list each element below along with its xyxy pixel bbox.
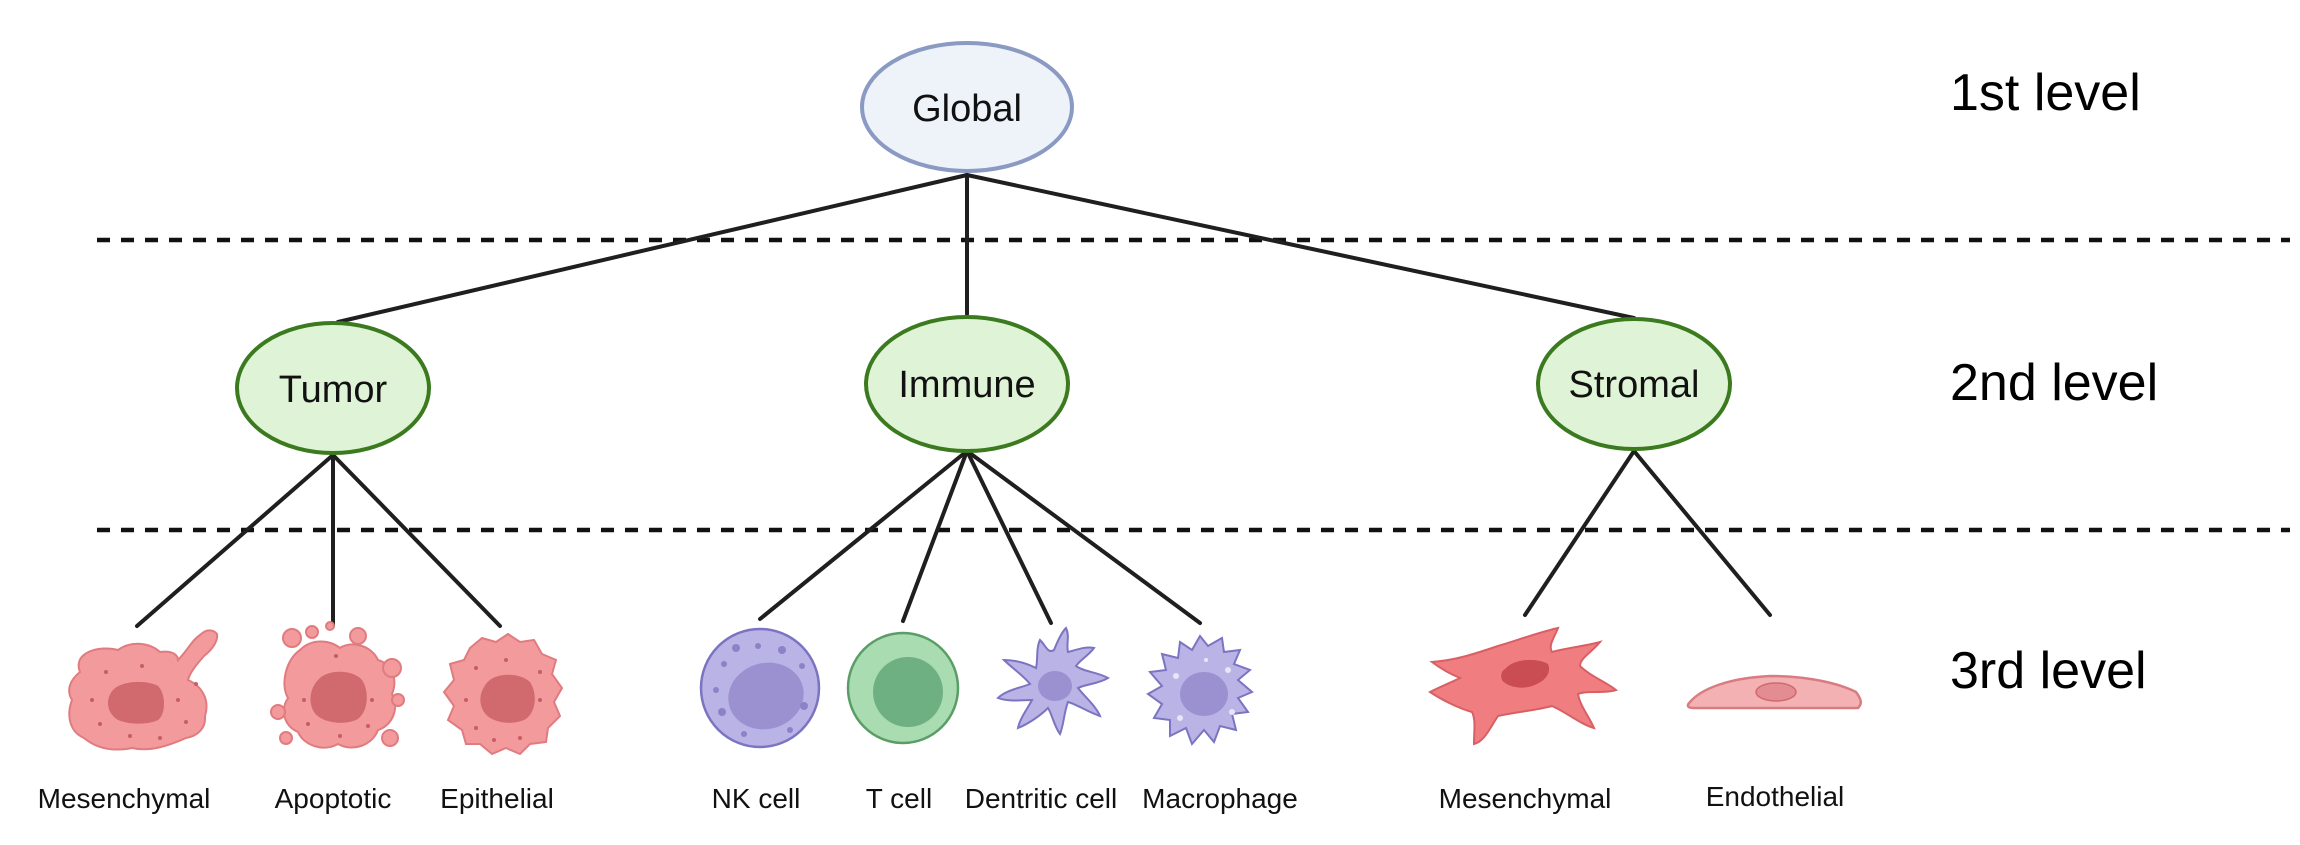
group-node-tumor: Tumor: [235, 321, 431, 455]
level-label-1: 1st level: [1950, 64, 2141, 122]
cell-label-apoptotic: Apoptotic: [275, 783, 392, 814]
cell-label-tumor-mesenchymal: Mesenchymal: [38, 783, 211, 814]
tumor-mesenchymal-cell-icon: [68, 629, 219, 751]
cell-label-stromal-mesenchymal: Mesenchymal: [1439, 783, 1612, 814]
endothelial-cell-icon: [1686, 674, 1862, 710]
group-label-immune: Immune: [898, 364, 1035, 406]
group-label-tumor: Tumor: [279, 369, 388, 411]
cell-label-macrophage: Macrophage: [1142, 783, 1298, 814]
group-node-stromal: Stromal: [1536, 317, 1732, 451]
edges-level1: [336, 173, 1636, 324]
dendritic-cell-icon: [996, 626, 1110, 737]
stromal-mesenchymal-cell-icon: [1428, 626, 1619, 746]
edges-level2: [135, 449, 1772, 628]
group-node-immune: Immune: [864, 315, 1070, 453]
level-label-3: 3rd level: [1950, 642, 2147, 700]
cell-label-dendritic-cell: Dentritic cell: [965, 783, 1117, 814]
root-ellipse: [860, 41, 1074, 173]
group-label-stromal: Stromal: [1569, 364, 1700, 406]
t-cell-icon: [846, 631, 960, 745]
apoptotic-cell-icon: [270, 621, 405, 749]
cell-label-epithelial: Epithelial: [440, 783, 554, 814]
root-label: Global: [912, 88, 1022, 130]
cell-label-nk-cell: NK cell: [712, 783, 801, 814]
root-node-global: Global: [860, 41, 1074, 173]
cell-label-endothelial: Endothelial: [1706, 781, 1845, 812]
level-label-2: 2nd level: [1950, 354, 2158, 412]
cell-label-t-cell: T cell: [866, 783, 932, 814]
epithelial-cell-icon: [442, 632, 564, 756]
macrophage-icon: [1146, 634, 1254, 746]
nk-cell-icon: [699, 627, 821, 749]
